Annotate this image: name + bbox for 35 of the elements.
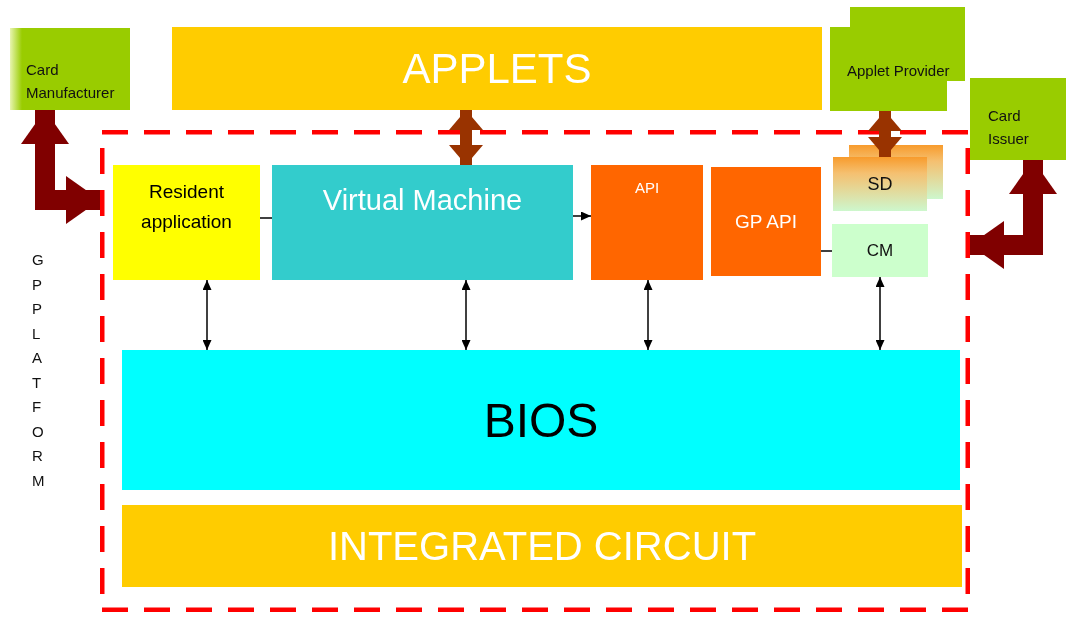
arrow (202, 279, 212, 351)
node-label: SD (867, 173, 893, 195)
block-arrow (21, 110, 100, 224)
role-box (830, 7, 965, 111)
node-label: GP API (735, 210, 797, 233)
layer-bar (122, 350, 960, 490)
node-label: BIOS (483, 392, 599, 448)
component-box (272, 165, 573, 280)
layer-bar (172, 27, 822, 110)
arrow (461, 279, 471, 351)
node-label: Card Manufacturer (26, 60, 116, 104)
connector-line (259, 217, 273, 219)
node-label: API (634, 179, 660, 196)
role-box (970, 78, 1066, 160)
node-label: INTEGRATED CIRCUIT (327, 523, 757, 569)
block-arrow (868, 111, 902, 157)
component-box (591, 165, 703, 280)
node-label: Virtual Machine (322, 184, 523, 217)
node-label: Applet Provider (847, 61, 951, 81)
component-box (113, 165, 260, 280)
arrow (572, 211, 592, 221)
component-box (832, 224, 928, 277)
layer-bar (122, 505, 962, 587)
component-box (833, 157, 927, 211)
node-label: CM (866, 240, 894, 261)
arrow (875, 276, 885, 351)
connector-line (820, 250, 833, 252)
block-arrow (970, 160, 1057, 269)
node-label: APPLETS (402, 44, 592, 93)
arrow (643, 279, 653, 351)
component-box (711, 167, 821, 276)
node-label: Resident application (140, 180, 233, 235)
node-label: Card Issuer (988, 106, 1030, 150)
block-arrow (449, 110, 483, 165)
role-box (10, 28, 130, 110)
